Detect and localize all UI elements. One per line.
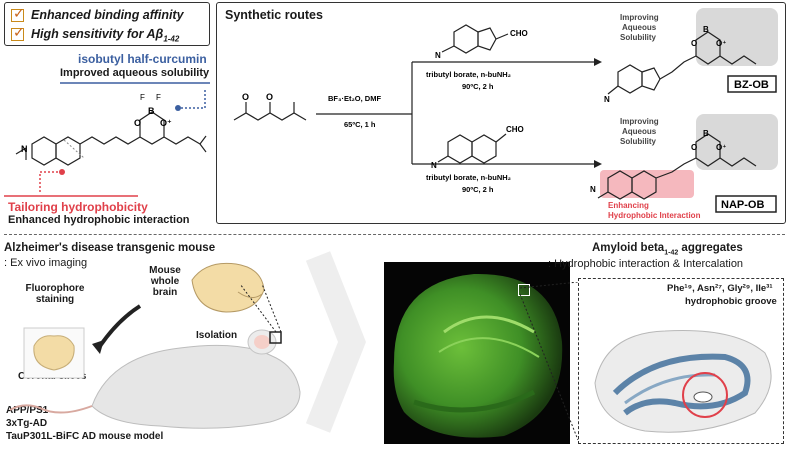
- half-curcumin-structure: N O B O⁺ F F: [4, 82, 210, 197]
- svg-text:O: O: [242, 92, 249, 102]
- svg-text:Solubility: Solubility: [620, 137, 657, 146]
- checkbox-icon: [11, 24, 25, 41]
- svg-text:90ºC, 2 h: 90ºC, 2 h: [462, 185, 494, 194]
- tailoring-title: Tailoring hydrophobicity: [8, 200, 148, 214]
- svg-text:N: N: [590, 185, 596, 194]
- svg-text:Hydrophobic Interaction: Hydrophobic Interaction: [608, 211, 701, 220]
- svg-text:B: B: [703, 129, 709, 138]
- checklist-item-sensitivity: High sensitivity for Aβ1-42: [31, 27, 180, 44]
- svg-text:Solubility: Solubility: [620, 33, 657, 42]
- checklist-item-binding: Enhanced binding affinity: [31, 8, 184, 22]
- amyloid-subtitle: : Hydrophobic interaction & Intercalatio…: [548, 258, 744, 270]
- model-2: 3xTg-AD: [6, 418, 48, 429]
- svg-text:tributyl borate, n-buNH₂: tributyl borate, n-buNH₂: [426, 173, 511, 182]
- o-atom: O: [134, 118, 141, 128]
- f-atom: F: [140, 93, 145, 102]
- model-3: TauP301L-BiFC AD mouse model: [6, 431, 164, 442]
- groove-residues: Phe¹⁹, Asn²⁷, Gly²⁹, Ile³¹: [667, 283, 773, 294]
- mouse-title: Alzheimer's disease transgenic mouse: [4, 242, 216, 254]
- svg-text:90ºC, 2 h: 90ºC, 2 h: [462, 82, 494, 91]
- svg-text:Aqueous: Aqueous: [622, 23, 657, 32]
- svg-text:N: N: [431, 161, 437, 170]
- feature-checklist: Enhanced binding affinity High sensitivi…: [4, 2, 210, 46]
- isolation-label: Isolation: [196, 330, 238, 341]
- zoom-box: [518, 284, 530, 296]
- svg-text:N: N: [435, 51, 441, 60]
- zoom-lines: [520, 282, 579, 441]
- checkbox-icon: [11, 5, 25, 22]
- svg-text:Improving: Improving: [620, 13, 659, 22]
- brain-slice-graphic: [393, 273, 563, 438]
- routes-title: Synthetic routes: [225, 8, 323, 22]
- f-atom: F: [156, 93, 161, 102]
- o-plus-atom: O⁺: [160, 118, 172, 128]
- isobutyl-desc: Improved aqueous solubility: [60, 67, 210, 79]
- groove-panel: Phe¹⁹, Asn²⁷, Gly²⁹, Ile³¹ hydrophobic g…: [578, 278, 784, 444]
- svg-text:Enhancing: Enhancing: [608, 201, 649, 210]
- svg-text:Aqueous: Aqueous: [622, 127, 657, 136]
- amyloid-title: Amyloid beta1-42 aggregates: [592, 242, 743, 257]
- isobutyl-title: isobutyl half-curcumin: [78, 52, 207, 66]
- svg-text:B: B: [703, 25, 709, 34]
- nap-ob-label: NAP-OB: [721, 199, 764, 211]
- synthetic-routes-panel: Synthetic routes: [216, 2, 786, 224]
- brain-slice-image: [384, 262, 570, 444]
- svg-text:O: O: [266, 92, 273, 102]
- svg-text:O: O: [691, 143, 697, 152]
- svg-text:CHO: CHO: [506, 125, 524, 134]
- protein-surface: [594, 330, 772, 433]
- groove-label: hydrophobic groove: [685, 296, 777, 307]
- svg-text:O⁺: O⁺: [716, 143, 726, 152]
- model-1: APP/PS1: [6, 405, 49, 416]
- svg-text:BF₃·Et₂O, DMF: BF₃·Et₂O, DMF: [328, 94, 381, 103]
- svg-text:Improving: Improving: [620, 117, 659, 126]
- bz-ob-label: BZ-OB: [734, 79, 769, 91]
- mouse-subtitle: : Ex vivo imaging: [4, 257, 88, 269]
- svg-text:CHO: CHO: [510, 29, 528, 38]
- svg-text:O⁺: O⁺: [716, 39, 726, 48]
- routes-diagram: O O BF₃·Et₂O, DMF 65ºC, 1 h tributyl bor…: [233, 8, 778, 220]
- section-divider: [4, 234, 785, 235]
- svg-text:N: N: [604, 95, 610, 104]
- svg-text:tributyl borate, n-buNH₂: tributyl borate, n-buNH₂: [426, 70, 511, 79]
- n-atom: N: [21, 144, 28, 154]
- mouse-illustration: [9, 251, 366, 433]
- tailoring-desc: Enhanced hydrophobic interaction: [8, 214, 190, 226]
- svg-text:65ºC, 1 h: 65ºC, 1 h: [344, 120, 376, 129]
- b-atom: B: [148, 106, 155, 116]
- svg-text:O: O: [691, 39, 697, 48]
